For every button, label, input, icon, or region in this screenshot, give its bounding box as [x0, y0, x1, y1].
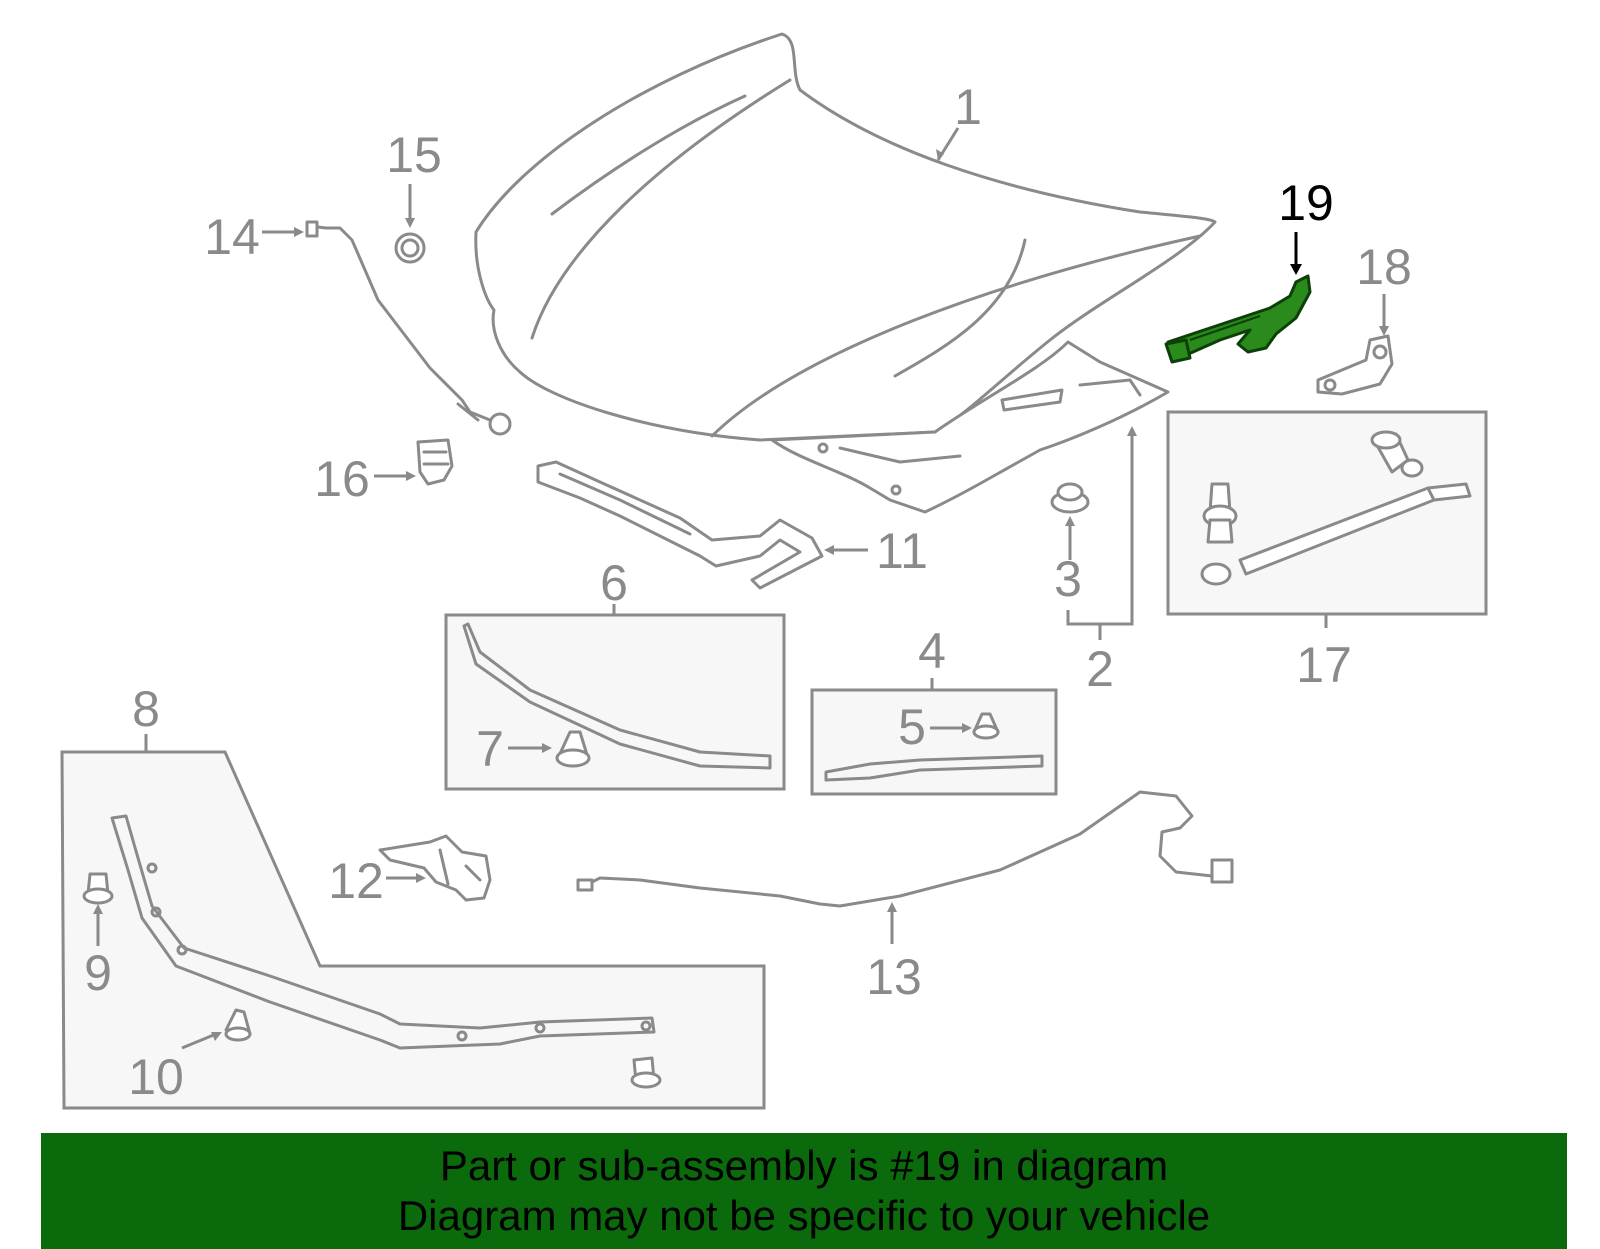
group-box-4: [810, 688, 1058, 796]
leader-lines: [93, 127, 1389, 1050]
callout-4: 4: [918, 623, 946, 679]
part-4-seal: [824, 754, 1044, 782]
part-19-hood-hinge: [1164, 274, 1312, 364]
callout-6: 6: [600, 555, 628, 611]
part-17-lift-support: [1200, 430, 1472, 586]
part-12-hood-latch: [378, 834, 492, 902]
part-9-clip: [82, 872, 114, 905]
part-18-bracket: [1316, 334, 1394, 396]
part-16-fastener: [416, 438, 454, 486]
callout-19: 19: [1278, 175, 1334, 231]
group-box-6: [444, 613, 786, 791]
callout-5: 5: [898, 699, 926, 755]
part-5-clip: [972, 712, 1000, 740]
part-11-seal-bracket: [536, 460, 824, 590]
callout-11: 11: [876, 523, 928, 579]
callout-14: 14: [204, 209, 260, 265]
banner-disclaimer: Diagram may not be specific to your vehi…: [397, 1192, 1211, 1239]
callout-3: 3: [1054, 551, 1082, 607]
callout-2: 2: [1086, 641, 1114, 697]
callout-1: 1: [954, 79, 982, 135]
callout-12: 12: [328, 853, 384, 909]
banner-part-info: Part or sub-assembly is #19 in diagram: [439, 1142, 1169, 1189]
part-1-hood: [474, 32, 1217, 442]
part-8-reinforcement: [110, 814, 656, 1050]
callout-7: 7: [476, 721, 504, 777]
part-6-weatherstrip: [462, 622, 772, 770]
callout-16: 16: [314, 451, 370, 507]
part-14-release-cable: [305, 220, 512, 436]
part-7-clip: [555, 730, 591, 768]
callout-13: 13: [866, 949, 922, 1005]
callout-8: 8: [132, 681, 160, 737]
part-8-clip-extra: [630, 1056, 662, 1089]
callout-9: 9: [84, 945, 112, 1001]
part-15-clip: [394, 232, 426, 264]
part-10-clip: [224, 1008, 252, 1042]
callout-10: 10: [128, 1049, 184, 1105]
part-3-grommet: [1050, 482, 1090, 514]
part-2-hood-insulator: [770, 340, 1170, 514]
callout-17: 17: [1296, 637, 1352, 693]
part-13-release-cable: [576, 790, 1234, 908]
callout-18: 18: [1356, 239, 1412, 295]
info-banner: Part or sub-assembly is #19 in diagram D…: [41, 1133, 1567, 1249]
callout-15: 15: [386, 127, 442, 183]
